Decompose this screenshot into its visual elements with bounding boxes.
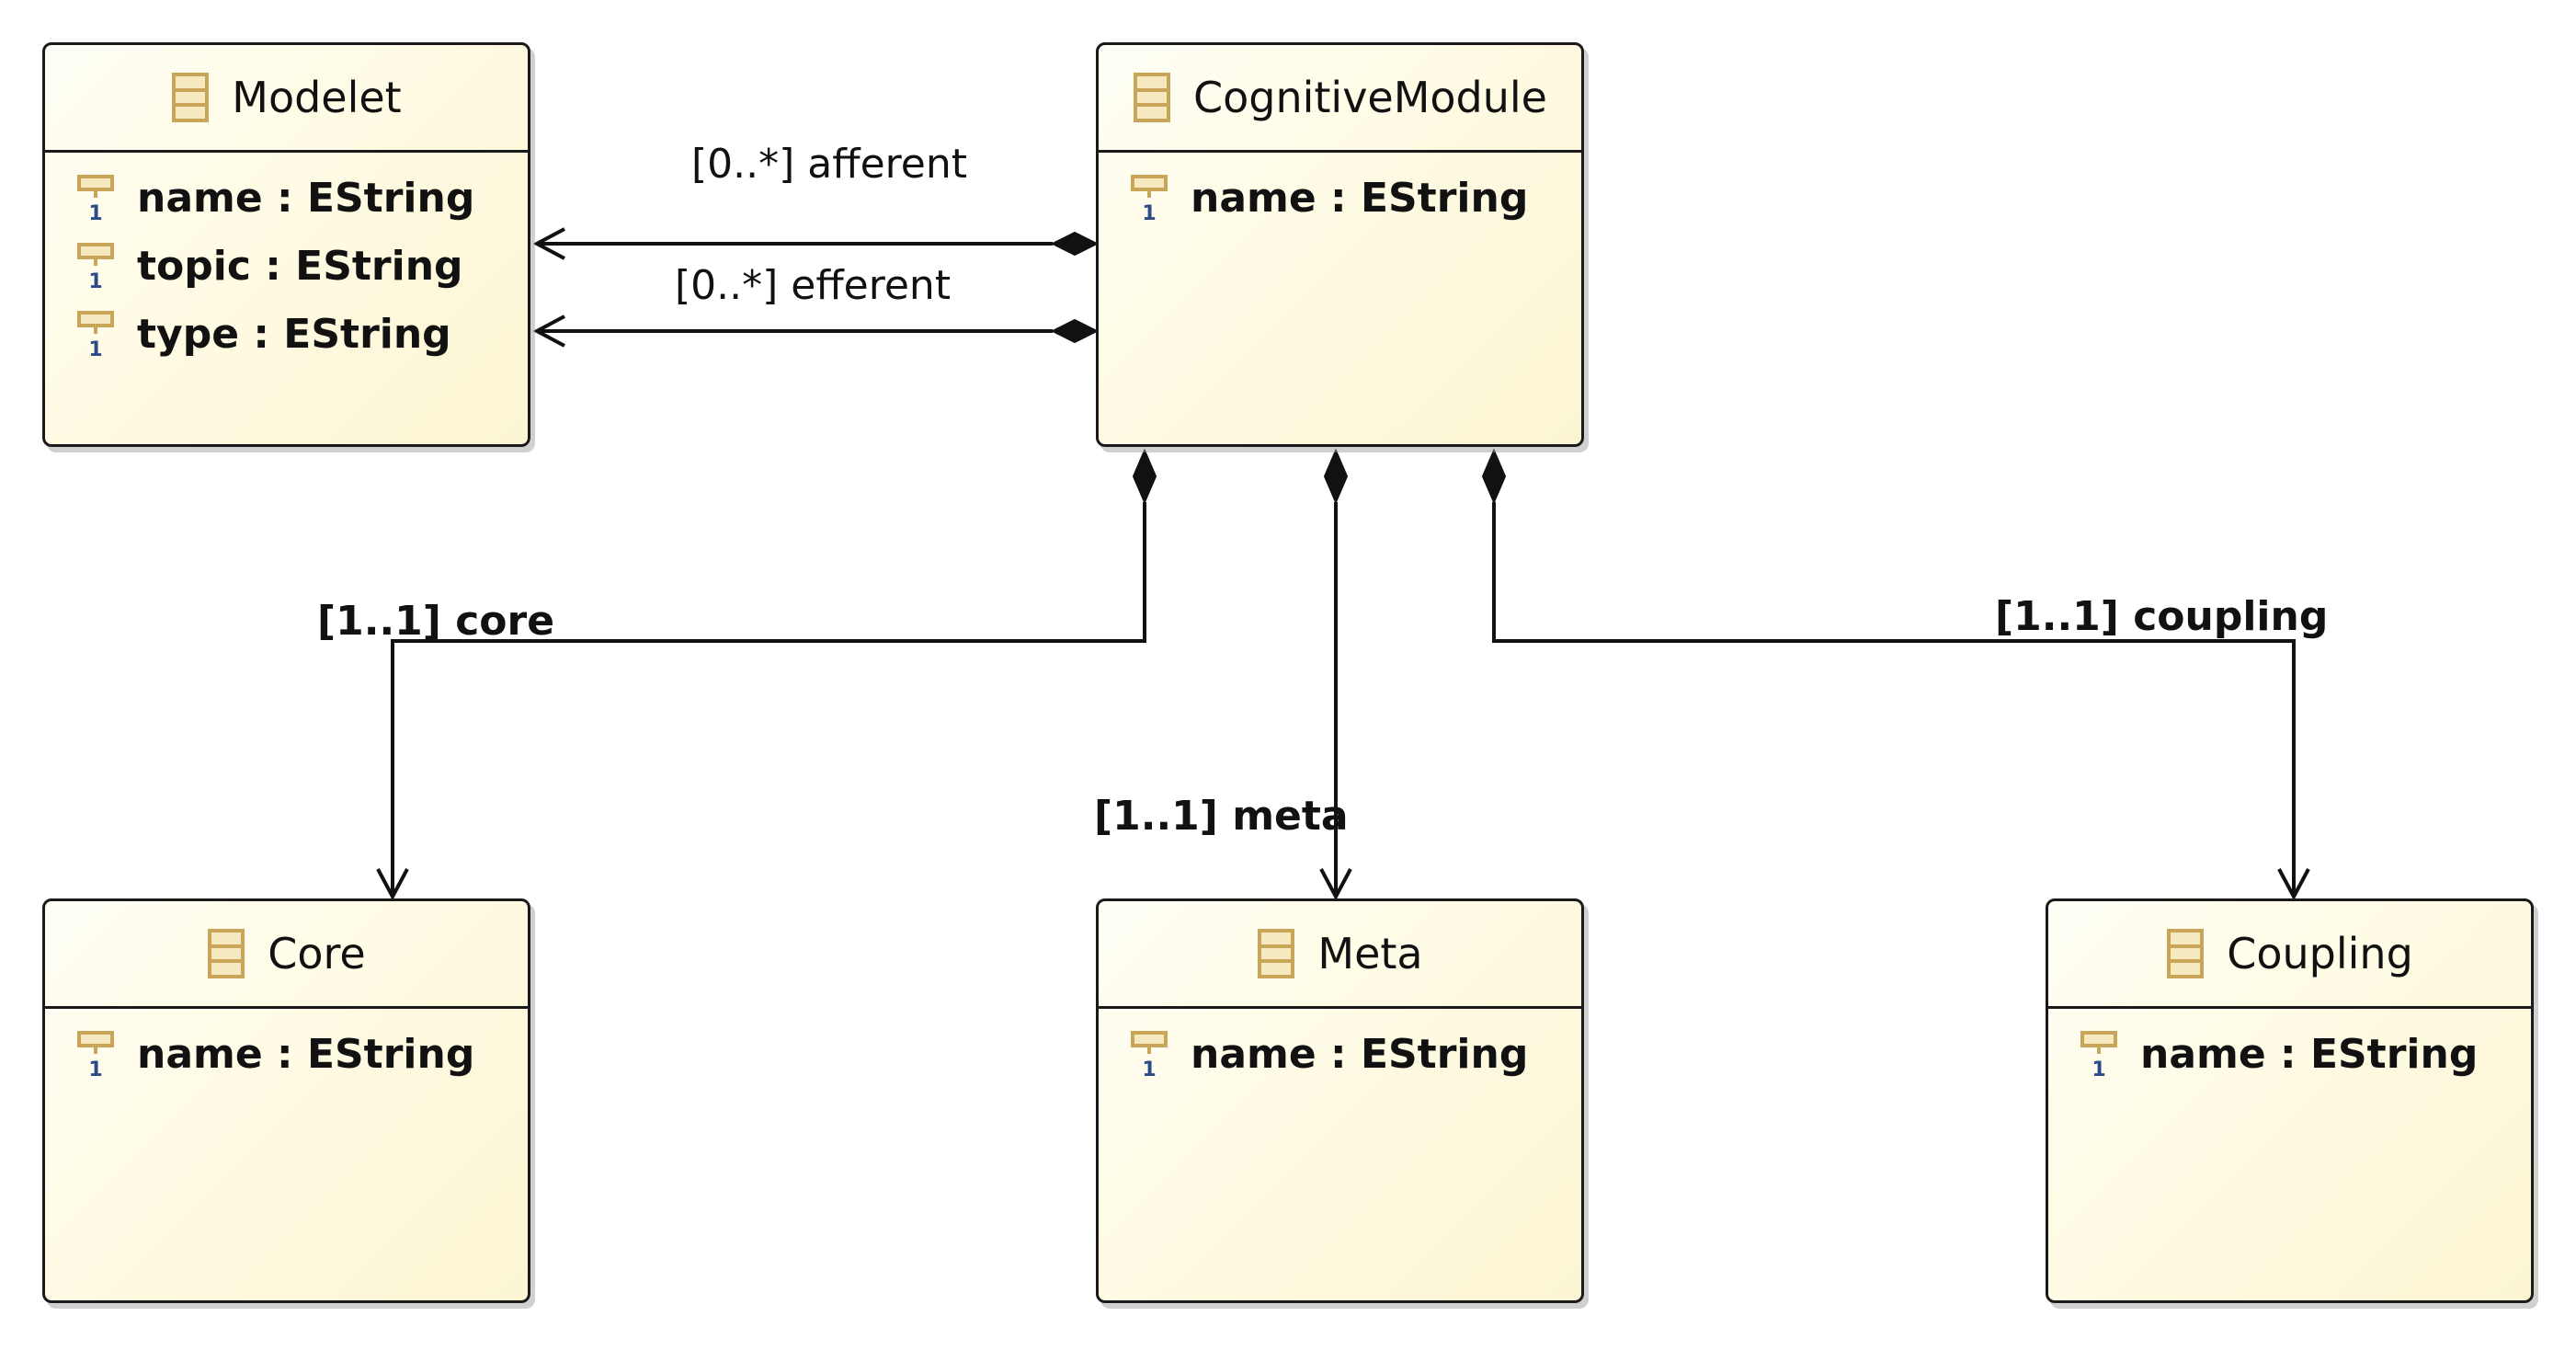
core-arrowhead — [376, 868, 409, 901]
class-coupling[interactable]: Coupling 1 name : EString — [2046, 898, 2534, 1303]
eattribute-icon: 1 — [77, 1031, 114, 1080]
core-reference-label: [1..1] core — [317, 598, 555, 645]
class-cognitive-module[interactable]: CognitiveModule 1 name : EString — [1096, 42, 1584, 447]
svg-text:1: 1 — [2092, 1058, 2105, 1080]
svg-text:1: 1 — [88, 1058, 102, 1080]
coupling-reference-label: [1..1] coupling — [1995, 593, 2329, 640]
eattribute-icon: 1 — [77, 175, 114, 223]
eclass-icon — [1258, 929, 1295, 978]
svg-text:1: 1 — [1142, 1058, 1156, 1080]
coupling-line — [1492, 502, 2296, 897]
eattribute-icon: 1 — [77, 243, 114, 292]
eclass-icon — [208, 929, 245, 978]
attribute-row[interactable]: 1 topic : EString — [45, 232, 528, 300]
attribute-list: 1 name : EString — [1099, 153, 1581, 232]
efferent-composition-diamond — [1050, 318, 1100, 344]
svg-text:1: 1 — [88, 202, 102, 223]
class-meta[interactable]: Meta 1 name : EString — [1096, 898, 1584, 1303]
eclass-icon — [172, 73, 210, 122]
attribute-label: name : EString — [137, 174, 475, 222]
attribute-list: 1 name : EString — [2048, 1009, 2531, 1088]
class-header: CognitiveModule — [1099, 45, 1581, 153]
attribute-label: name : EString — [1191, 1030, 1529, 1078]
svg-text:1: 1 — [88, 270, 102, 292]
coupling-composition-diamond — [1481, 448, 1507, 505]
class-name: Core — [268, 929, 366, 978]
class-name: Meta — [1317, 929, 1423, 978]
attribute-row[interactable]: 1 name : EString — [1099, 164, 1581, 232]
svg-text:1: 1 — [88, 338, 102, 360]
attribute-label: type : EString — [137, 310, 451, 358]
afferent-composition-diamond — [1050, 231, 1100, 257]
attribute-row[interactable]: 1 name : EString — [1099, 1020, 1581, 1088]
efferent-arrowhead — [532, 315, 565, 348]
class-header: Modelet — [45, 45, 528, 153]
attribute-list: 1 name : EString 1 topic : EString 1 ty — [45, 153, 528, 368]
core-line — [391, 502, 1146, 897]
class-modelet[interactable]: Modelet 1 name : EString 1 topic : EStri… — [42, 42, 530, 447]
class-name: Coupling — [2227, 929, 2413, 978]
eattribute-icon: 1 — [2080, 1031, 2117, 1080]
attribute-row[interactable]: 1 name : EString — [2048, 1020, 2531, 1088]
core-composition-diamond — [1132, 448, 1157, 505]
eattribute-icon: 1 — [1131, 175, 1168, 223]
eattribute-icon: 1 — [1131, 1031, 1168, 1080]
attribute-label: name : EString — [2140, 1030, 2479, 1078]
attribute-list: 1 name : EString — [1099, 1009, 1581, 1088]
class-header: Meta — [1099, 901, 1581, 1009]
svg-text:1: 1 — [1142, 202, 1156, 223]
afferent-reference-label: [0..*] afferent — [691, 141, 967, 188]
eclass-icon — [1133, 73, 1170, 122]
eattribute-icon: 1 — [77, 311, 114, 360]
class-header: Coupling — [2048, 901, 2531, 1009]
afferent-arrowhead — [532, 227, 565, 260]
eclass-icon — [2167, 929, 2205, 978]
meta-composition-diamond — [1323, 448, 1349, 505]
attribute-label: name : EString — [1191, 174, 1529, 222]
meta-reference-label: [1..1] meta — [1094, 793, 1349, 840]
class-core[interactable]: Core 1 name : EString — [42, 898, 530, 1303]
attribute-row[interactable]: 1 type : EString — [45, 300, 528, 368]
attribute-row[interactable]: 1 name : EString — [45, 1020, 528, 1088]
coupling-arrowhead — [2277, 868, 2310, 901]
efferent-reference-label: [0..*] efferent — [675, 262, 952, 309]
meta-arrowhead — [1319, 868, 1352, 901]
attribute-row[interactable]: 1 name : EString — [45, 164, 528, 232]
attribute-label: topic : EString — [137, 242, 463, 290]
class-header: Core — [45, 901, 528, 1009]
attribute-list: 1 name : EString — [45, 1009, 528, 1088]
class-name: CognitiveModule — [1192, 73, 1547, 122]
attribute-label: name : EString — [137, 1030, 475, 1078]
class-name: Modelet — [232, 73, 402, 122]
